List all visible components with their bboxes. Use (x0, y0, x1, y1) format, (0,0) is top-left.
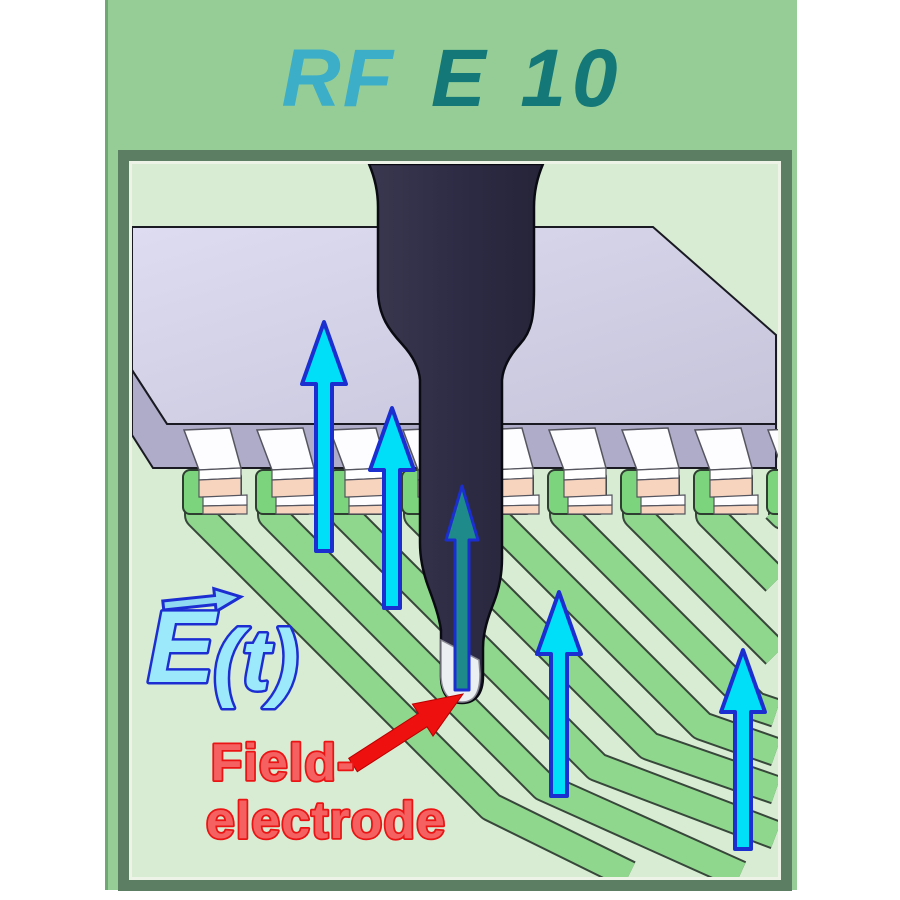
field-arrow-icon (368, 406, 416, 610)
page-title: RF E 10 (108, 33, 797, 124)
efield-label: E (t) (145, 586, 301, 712)
probe-over-pcb-illustration: E (t) Field- electrode (131, 162, 832, 889)
diagram-canvas: E (t) Field- electrode (129, 161, 832, 889)
pointer-arrow-icon (348, 693, 465, 773)
efield-symbol: E (147, 590, 218, 704)
field-arrow-icon (535, 590, 583, 798)
diagram-frame: E (t) Field- electrode (118, 150, 832, 891)
e-vector-arrow-icon (161, 586, 245, 614)
solder-pad (766, 469, 826, 515)
field-arrow-icon (719, 648, 767, 851)
field-arrow-icon (300, 320, 348, 553)
field-electrode-line2: electrode (206, 792, 446, 850)
efield-time-suffix: (t) (213, 613, 299, 709)
probe-field-arrow-icon (444, 484, 480, 692)
title-prefix: RF (281, 33, 395, 124)
field-probe (367, 162, 545, 705)
field-electrode-line1: Field- (211, 734, 356, 792)
field-electrode-label: Field- electrode (204, 732, 447, 852)
field-arrows (300, 320, 767, 851)
probe-body (367, 162, 545, 705)
title-model: E 10 (430, 33, 624, 124)
probe-datasheet-panel: RF E 10 (105, 0, 832, 891)
